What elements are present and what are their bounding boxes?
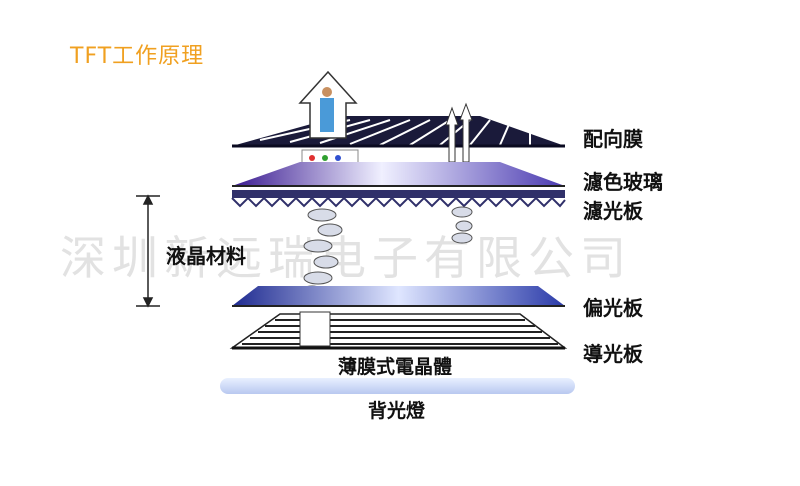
page-title: TFT工作原理 bbox=[70, 44, 205, 69]
label-alignment-film: 配向膜 bbox=[583, 127, 643, 151]
color-filter-glass-layer bbox=[232, 162, 565, 187]
backlight-bar bbox=[220, 378, 575, 394]
light-output-arrow bbox=[298, 70, 358, 139]
filter-layer bbox=[231, 190, 566, 208]
label-backlight: 背光燈 bbox=[368, 400, 426, 422]
light-guide-layer bbox=[229, 311, 568, 350]
polarizer-layer bbox=[232, 286, 565, 307]
label-color-filter-glass: 濾色玻璃 bbox=[583, 170, 663, 194]
company-watermark: 深圳新远瑞电子有限公司 bbox=[60, 231, 632, 285]
liquid-crystal-molecules bbox=[299, 206, 473, 299]
label-filter: 濾光板 bbox=[583, 199, 643, 223]
label-liquid-crystal: 液晶材料 bbox=[166, 244, 246, 268]
alignment-film-layer bbox=[232, 116, 565, 148]
label-tft: 薄膜式電晶體 bbox=[338, 356, 453, 378]
liquid-crystal-bracket bbox=[136, 194, 160, 308]
label-light-guide: 導光板 bbox=[583, 342, 643, 366]
small-arrows bbox=[445, 102, 473, 163]
label-polarizer: 偏光板 bbox=[583, 296, 643, 320]
